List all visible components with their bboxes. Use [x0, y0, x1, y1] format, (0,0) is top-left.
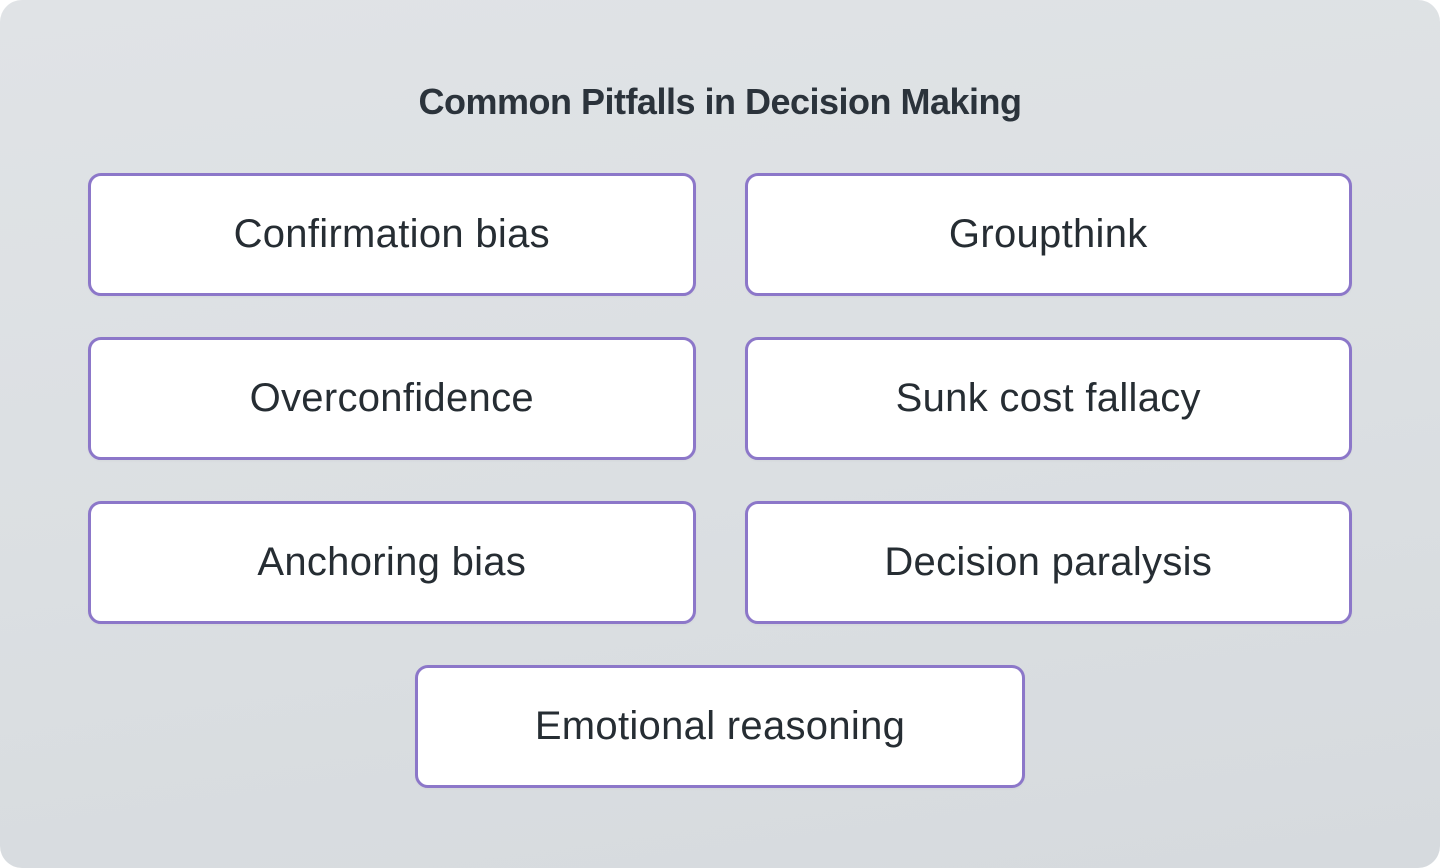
pitfall-card-confirmation-bias[interactable]: Confirmation bias [88, 173, 696, 296]
pitfall-grid: Confirmation bias Groupthink Overconfide… [88, 173, 1352, 788]
pitfall-card-emotional-reasoning[interactable]: Emotional reasoning [415, 665, 1025, 788]
pitfall-card-label: Confirmation bias [233, 212, 550, 256]
pitfall-card-overconfidence[interactable]: Overconfidence [88, 337, 696, 460]
pitfall-card-anchoring-bias[interactable]: Anchoring bias [88, 501, 696, 624]
pitfall-card-label: Anchoring bias [257, 540, 527, 584]
pitfall-card-label: Sunk cost fallacy [895, 376, 1201, 420]
page-title: Common Pitfalls in Decision Making [418, 81, 1022, 122]
pitfall-card-groupthink[interactable]: Groupthink [744, 173, 1352, 296]
pitfall-card-label: Groupthink [948, 212, 1148, 256]
pitfall-card-label: Decision paralysis [884, 540, 1213, 584]
pitfall-card-decision-paralysis[interactable]: Decision paralysis [744, 501, 1352, 624]
pitfall-card-sunk-cost-fallacy[interactable]: Sunk cost fallacy [744, 337, 1352, 460]
pitfall-card-label: Emotional reasoning [534, 704, 906, 748]
pitfall-card-label: Overconfidence [249, 376, 534, 420]
